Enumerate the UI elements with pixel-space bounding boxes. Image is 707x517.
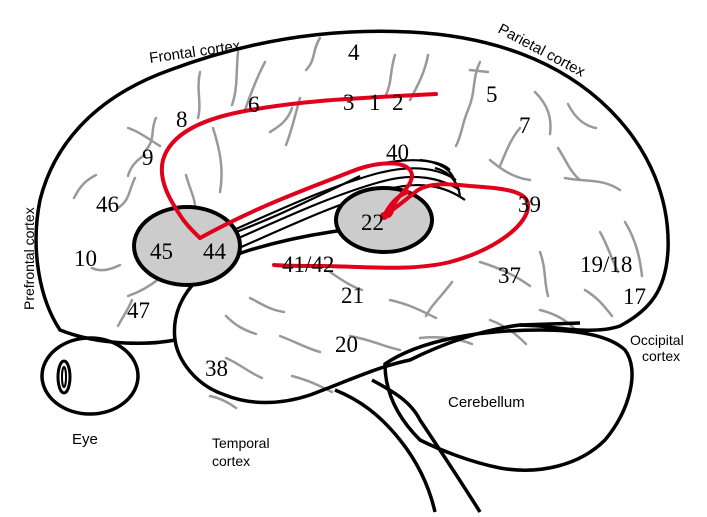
area-3-label: 3	[343, 90, 355, 115]
area-5-label: 5	[486, 82, 498, 107]
temporal-cortex-label-2: cortex	[212, 453, 250, 469]
area-21-label: 21	[341, 283, 364, 308]
occipital-cortex-label-2: cortex	[642, 348, 680, 364]
area-38-label: 38	[205, 356, 228, 381]
area-44-label: 44	[203, 239, 227, 264]
area-47-label: 47	[127, 298, 150, 323]
prefrontal-cortex-label: Prefrontal cortex	[21, 207, 37, 310]
eye-label: Eye	[72, 431, 98, 448]
area-2-label: 2	[392, 90, 404, 115]
area-39-label: 39	[518, 192, 541, 217]
temporal-cortex-label-1: Temporal	[212, 435, 270, 451]
area-10-label: 10	[74, 246, 97, 271]
area-19-18-label: 19/18	[580, 252, 632, 277]
area-6-label: 6	[248, 92, 260, 117]
area-45-label: 45	[150, 239, 173, 264]
area-7-label: 7	[519, 113, 531, 138]
area-4-label: 4	[348, 40, 360, 65]
area-22-label: 22	[361, 210, 384, 235]
area-40-label: 40	[386, 140, 409, 165]
occipital-divider	[520, 323, 580, 325]
cerebellum-label: Cerebellum	[448, 394, 525, 411]
area-9-label: 9	[142, 145, 154, 170]
area-20-label: 20	[335, 332, 358, 357]
area-17-label: 17	[623, 284, 646, 309]
area-46-label: 46	[96, 192, 119, 217]
eye-icon	[42, 338, 138, 414]
occipital-cortex-label-1: Occipital	[630, 332, 684, 348]
area-41-42-label: 41/42	[282, 252, 334, 277]
area-37-label: 37	[498, 263, 521, 288]
area-1-label: 1	[369, 90, 381, 115]
area-8-label: 8	[176, 107, 188, 132]
